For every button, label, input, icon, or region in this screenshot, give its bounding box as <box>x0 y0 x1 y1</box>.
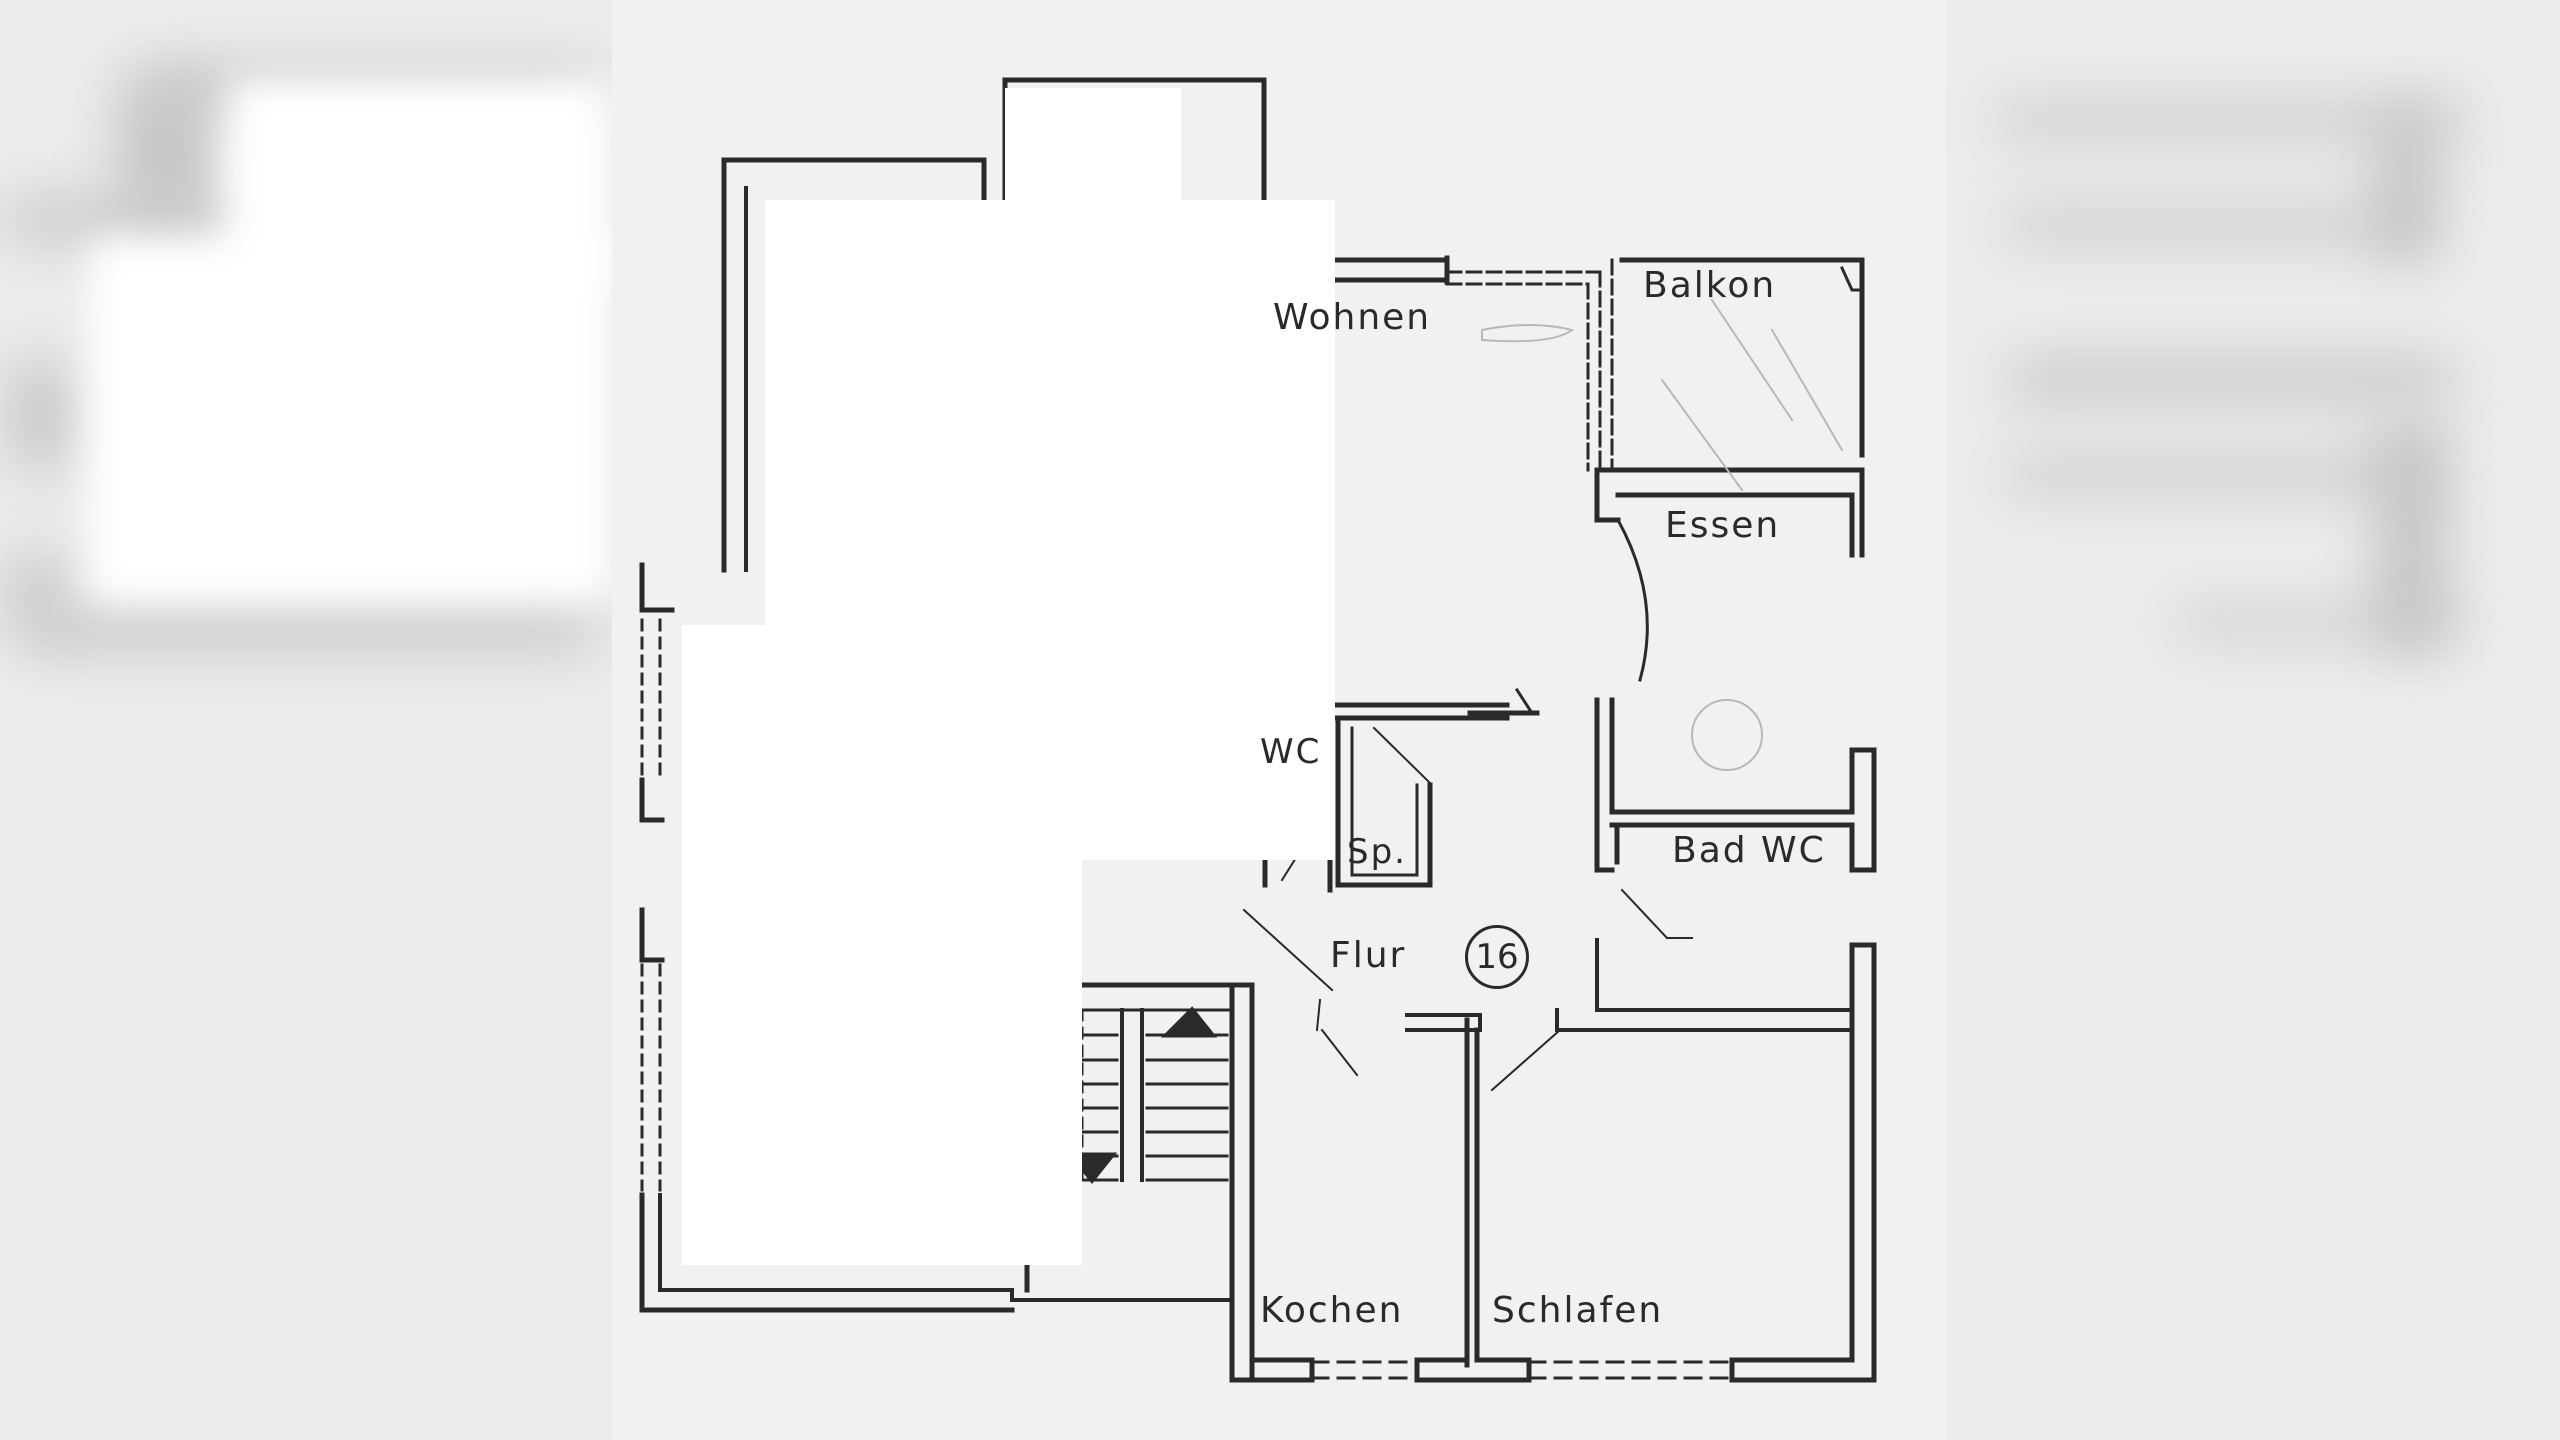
blurred-wall <box>2006 460 2426 490</box>
room-label-balkon: Balkon <box>1643 265 1777 306</box>
room-label-essen: Essen <box>1665 505 1781 546</box>
triangle-up-icon <box>1160 1006 1218 1038</box>
blurred-wall <box>2006 210 2426 240</box>
blurred-wall <box>20 610 600 650</box>
unit-number-badge: 16 <box>1465 925 1529 989</box>
room-label-bad-wc: Bad WC <box>1672 830 1826 871</box>
blurred-background-right <box>1946 0 2560 1440</box>
room-label-wohnen: Wohnen <box>1273 297 1432 338</box>
blurred-background-left <box>0 0 612 1440</box>
floor-plan-page: Wohnen Balkon Essen WC Sp. Bad WC Flur 1… <box>612 0 1946 1440</box>
floor-plan-drawing <box>639 77 1877 1383</box>
blurred-wall <box>0 200 230 240</box>
room-label-sp: Sp. <box>1347 832 1407 872</box>
redaction-block <box>682 625 1082 1265</box>
blurred-wall <box>2006 360 2456 400</box>
blurred-redaction <box>90 240 610 600</box>
redaction-block <box>1005 88 1181 288</box>
blurred-wall <box>120 80 210 220</box>
blurred-wall <box>2176 610 2456 635</box>
triangle-down-icon <box>1066 1152 1118 1185</box>
room-label-kochen: Kochen <box>1260 1290 1404 1331</box>
room-label-schlafen: Schlafen <box>1492 1290 1664 1331</box>
blurred-wall <box>10 360 70 470</box>
room-label-flur: Flur <box>1330 935 1407 976</box>
room-label-wc: WC <box>1260 732 1322 772</box>
